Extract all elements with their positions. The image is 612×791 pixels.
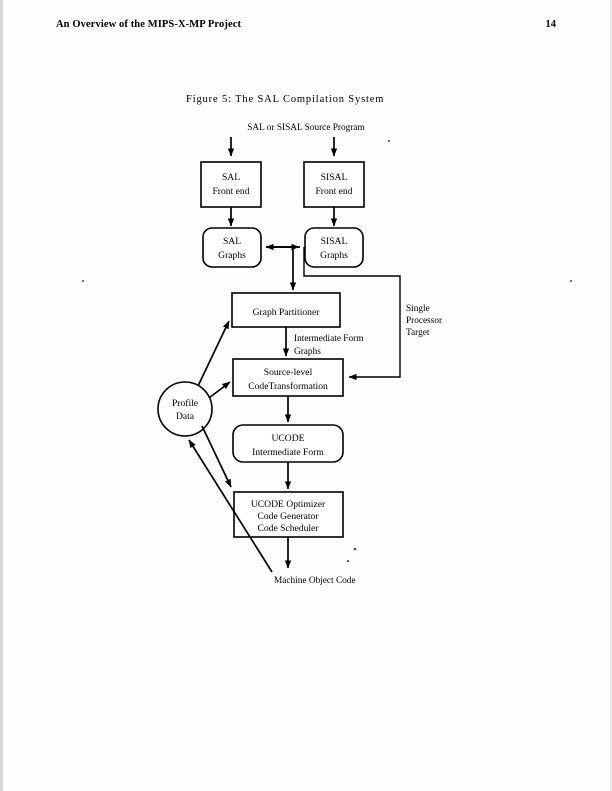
running-head-title: An Overview of the MIPS-X-MP Project bbox=[56, 19, 242, 30]
node-ucode-intermediate-line-1: UCODE bbox=[271, 433, 304, 444]
page-number: 14 bbox=[545, 19, 557, 30]
scan-speck-1 bbox=[353, 547, 357, 551]
edge-label-graphs: Graphs bbox=[294, 347, 321, 357]
edge-profile-data-to-ucode-optimizer bbox=[201, 425, 232, 488]
node-ucode-optimizer-line-2: Code Generator bbox=[257, 511, 319, 522]
node-source-level-line-2: CodeTransformation bbox=[248, 381, 328, 392]
node-ucode-optimizer-line-3: Code Scheduler bbox=[257, 523, 319, 534]
node-sisal-front-end bbox=[303, 161, 365, 208]
node-profile-data-line-1: Profile bbox=[172, 398, 198, 409]
node-graph-partitioner bbox=[231, 292, 341, 328]
node-sal-front-end bbox=[200, 161, 262, 208]
edge-machine-object-code-to-profile-data bbox=[188, 439, 273, 573]
node-sisal-front-end-line-1: SISAL bbox=[321, 172, 348, 183]
scan-edge-right bbox=[610, 0, 612, 791]
node-ucode-optimizer bbox=[233, 491, 344, 538]
node-sisal-graphs bbox=[304, 227, 364, 268]
node-ucode-optimizer-line-1: UCODE Optimizer bbox=[251, 499, 326, 510]
node-source-level-line-1: Source-level bbox=[264, 367, 313, 378]
scan-speck-2 bbox=[346, 559, 350, 563]
node-sal-front-end-line-1: SAL bbox=[222, 172, 240, 183]
node-sal-front-end-line-2: Front end bbox=[212, 186, 249, 197]
output-label: Machine Object Code bbox=[274, 576, 356, 586]
node-sisal-graphs-line-1: SISAL bbox=[321, 236, 348, 247]
scan-edge-left bbox=[0, 0, 3, 791]
node-sal-graphs bbox=[202, 227, 262, 268]
node-profile-data-line-2: Data bbox=[176, 411, 195, 422]
edge-profile-data-to-graph-partitioner bbox=[197, 320, 230, 387]
side-label-line-3: Target bbox=[406, 328, 430, 338]
scan-speck-3 bbox=[82, 280, 84, 282]
node-graph-partitioner-label: Graph Partitioner bbox=[253, 307, 321, 318]
node-sal-graphs-line-2: Graphs bbox=[218, 250, 246, 261]
node-ucode-intermediate-line-2: Intermediate Form bbox=[252, 447, 324, 458]
figure-caption: Figure 5: The SAL Compilation System bbox=[186, 94, 385, 105]
scan-speck-4 bbox=[570, 280, 572, 282]
edge-profile-data-to-source-level bbox=[208, 381, 231, 399]
edge-label-intermediate-form: Intermediate Form bbox=[294, 334, 364, 344]
edge-single-processor-target bbox=[303, 247, 401, 381]
node-sal-graphs-line-1: SAL bbox=[223, 236, 241, 247]
node-profile-data bbox=[157, 381, 213, 437]
scan-speck-5 bbox=[388, 140, 390, 142]
running-head: An Overview of the MIPS-X-MP Project 14 bbox=[56, 19, 556, 35]
side-label-line-2: Processor bbox=[406, 316, 443, 326]
side-label-line-1: Single bbox=[406, 304, 430, 314]
node-sisal-graphs-line-2: Graphs bbox=[320, 250, 348, 261]
input-label: SAL or SISAL Source Program bbox=[247, 123, 365, 133]
node-sisal-front-end-line-2: Front end bbox=[315, 186, 352, 197]
